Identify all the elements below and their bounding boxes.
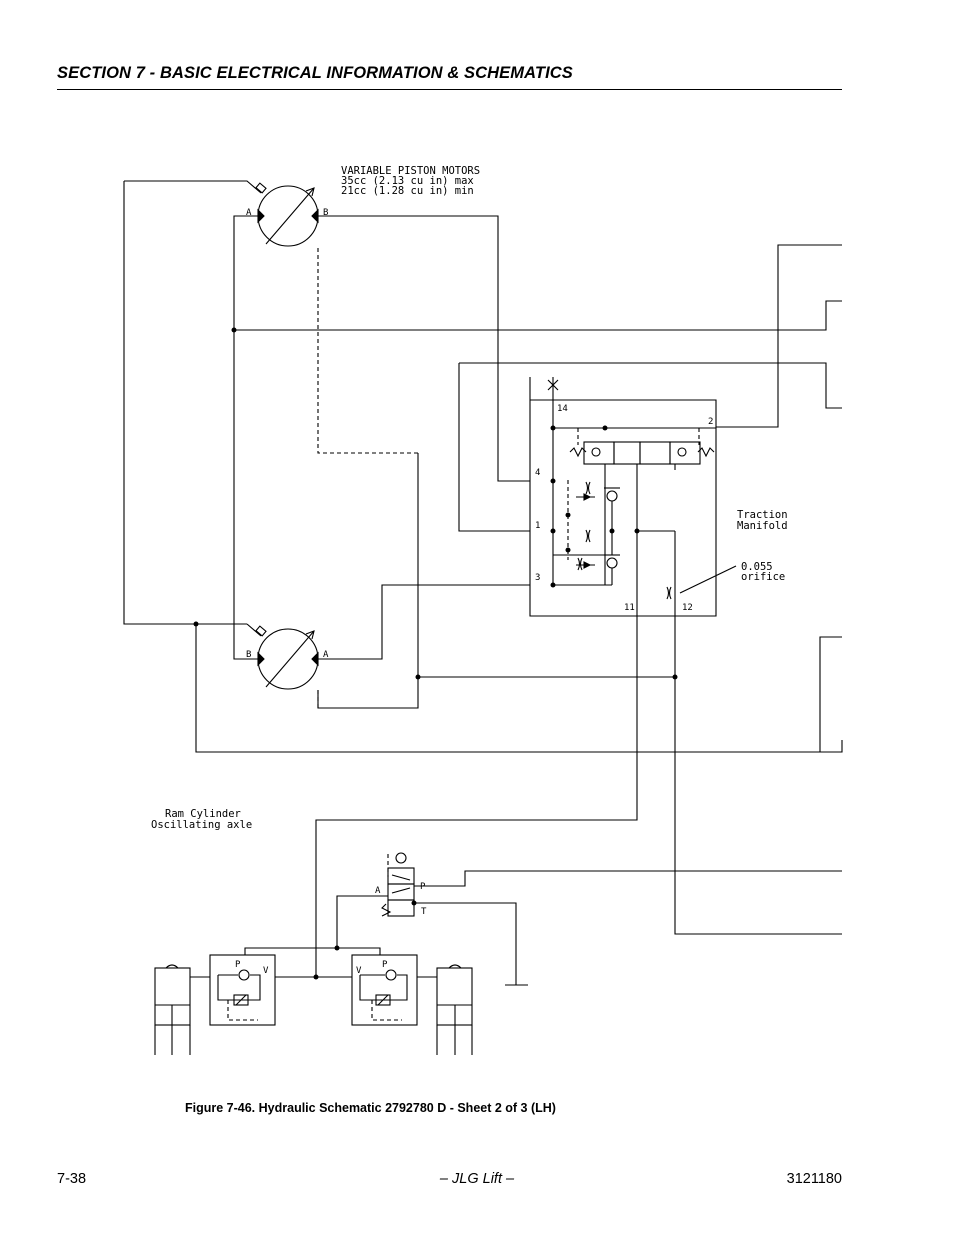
ram-label-1: Ram Cylinder (165, 808, 241, 820)
page-number: 7-38 (57, 1171, 87, 1187)
section-header: SECTION 7 - BASIC ELECTRICAL INFORMATION… (57, 64, 573, 82)
manifold-label-1: Traction (737, 509, 788, 521)
right-block-port-p: P (382, 960, 388, 970)
manifold-port-14: 14 (557, 404, 568, 414)
traction-manifold-valves (547, 379, 737, 607)
shuttle-port-t: T (421, 907, 427, 917)
left-ram-cylinder (154, 964, 191, 1055)
shuttle-valve (336, 852, 842, 986)
manifold-port-12: 12 (682, 603, 693, 613)
shuttle-port-p: P (420, 882, 426, 892)
orifice-label-1: 0.055 (741, 561, 773, 573)
orifice-label-2: orifice (741, 571, 785, 583)
lower-motor-port-b: B (246, 650, 251, 660)
manifold-label-2: Manifold (737, 520, 788, 532)
upper-motor-port-b: B (323, 208, 328, 218)
figure-caption: Figure 7-46. Hydraulic Schematic 2792780… (185, 1101, 556, 1115)
ram-label-2: Oscillating axle (151, 819, 252, 831)
upper-motor-port-a: A (246, 208, 252, 218)
manifold-port-2: 2 (708, 417, 713, 427)
upper-piston-motor (255, 182, 319, 247)
lower-motor-port-a: A (323, 650, 329, 660)
motor-title: VARIABLE PISTON MOTORS (341, 165, 480, 177)
right-valve-block (351, 954, 418, 1026)
left-block-port-p: P (235, 960, 241, 970)
motor-spec-max: 35cc (2.13 cu in) max (341, 175, 474, 187)
manifold-port-1: 1 (535, 521, 540, 531)
right-block-port-v: V (356, 966, 362, 976)
motor-spec-min: 21cc (1.28 cu in) min (341, 185, 474, 197)
lower-piston-motor (255, 625, 319, 690)
document-number: 3121180 (786, 1171, 842, 1187)
footer-brand: – JLG Lift – (439, 1171, 515, 1187)
shuttle-port-a: A (375, 886, 381, 896)
header-rule (57, 89, 842, 90)
manifold-port-3: 3 (535, 573, 540, 583)
manifold-port-11: 11 (624, 603, 635, 613)
line-left-loop (123, 181, 196, 625)
right-ram-cylinder (436, 964, 473, 1055)
left-valve-block (209, 954, 276, 1026)
left-block-port-v: V (263, 966, 269, 976)
manifold-port-4: 4 (535, 468, 540, 478)
